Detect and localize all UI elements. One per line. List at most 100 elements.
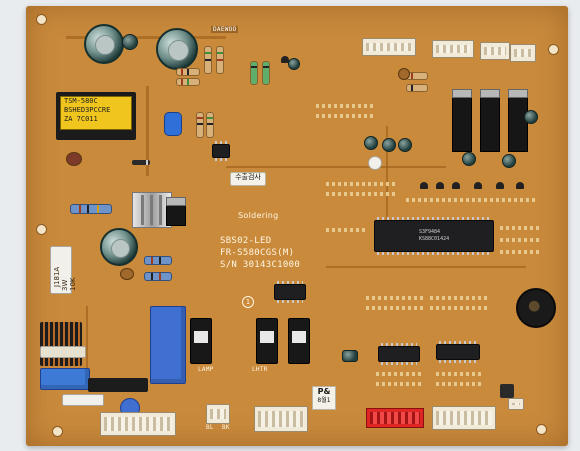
power-transistor — [508, 89, 528, 152]
relay — [288, 318, 310, 364]
resistor-array — [500, 238, 540, 242]
power-transistor — [480, 89, 500, 152]
resistor — [206, 112, 214, 138]
circle-mark: 1 — [242, 296, 254, 308]
transistor — [436, 182, 444, 189]
line-filter-choke — [40, 322, 82, 366]
mcu-marking-line2: KS88C01424 — [419, 236, 450, 242]
fuse-holder — [88, 378, 148, 392]
model-silkscreen-line3: S/N 30143C1000 — [220, 260, 301, 270]
optocoupler — [212, 141, 230, 161]
driver-ic — [378, 343, 420, 365]
transistor — [516, 182, 524, 189]
electrolytic-capacitor — [524, 110, 538, 124]
mounting-hole — [536, 424, 547, 435]
resistor-array — [406, 198, 536, 202]
connector-header — [480, 42, 510, 60]
microcontroller-chip: S3F9484 KS88C01424 — [374, 217, 494, 255]
resistor — [216, 46, 224, 74]
pcb-board: DAEWOO TSM-580C BSHED3PCCRE ZA 7C011 J18… — [26, 6, 568, 446]
switching-transformer: TSM-580C BSHED3PCCRE ZA 7C011 — [56, 92, 136, 140]
inspection-label-line1: P& — [317, 387, 331, 396]
mounting-hole — [36, 224, 47, 235]
copper-trace — [66, 36, 226, 39]
buzzer — [516, 288, 556, 328]
transistor — [496, 182, 504, 189]
resistor-array — [500, 226, 540, 230]
resistor-array — [326, 228, 366, 232]
connector-header — [254, 406, 308, 432]
copper-trace — [86, 306, 88, 376]
resistor-array — [436, 382, 482, 386]
red-connector-header — [366, 408, 424, 428]
lamp-silkscreen: LAMP — [198, 366, 214, 373]
fuse — [62, 394, 104, 406]
connector-header — [508, 398, 524, 410]
lhtr-silkscreen: LHTR — [252, 366, 268, 373]
bl-silkscreen: BL — [206, 424, 214, 431]
resistor-array — [326, 182, 396, 186]
transformer-label-line3: ZA 7C011 — [64, 115, 98, 123]
inspection-sticker-text: 수출검사 — [235, 173, 261, 181]
resistor-array — [366, 306, 426, 310]
resistor-array — [326, 192, 396, 196]
ceramic-disc-capacitor — [398, 68, 410, 80]
model-silkscreen-line1: SBS02-LED — [220, 236, 272, 246]
electrolytic-capacitor — [398, 138, 412, 152]
resistor-array — [366, 296, 426, 300]
inspection-label-line2: 8월1 — [317, 397, 331, 404]
voltage-regulator — [166, 197, 186, 226]
brand-silkscreen: DAEWOO — [211, 26, 239, 33]
transistor — [420, 182, 428, 189]
electrolytic-capacitor — [288, 58, 300, 70]
ceramic-disc-capacitor — [120, 268, 134, 280]
copper-trace — [386, 126, 388, 246]
resistor — [176, 68, 200, 76]
ntc-thermistor: J181A 3W 10K — [50, 246, 77, 294]
electrolytic-capacitor — [364, 136, 378, 150]
inspection-label: P& 8월1 — [312, 386, 336, 410]
resistor — [196, 112, 204, 138]
bk-silkscreen: BK — [222, 424, 230, 431]
resistor — [250, 61, 258, 85]
resistor-array — [436, 372, 482, 376]
x-capacitor — [40, 368, 90, 390]
main-relay — [150, 306, 186, 384]
resistor — [204, 46, 212, 74]
crystal-oscillator — [368, 156, 382, 170]
resistor-array — [430, 306, 490, 310]
logic-ic — [274, 281, 306, 303]
transistor — [452, 182, 460, 189]
electrolytic-capacitor — [342, 350, 358, 362]
mounting-hole — [52, 426, 63, 437]
copper-trace — [326, 266, 526, 268]
ceramic-disc-capacitor — [66, 152, 82, 166]
electrolytic-capacitor — [122, 34, 138, 50]
connector-header — [362, 38, 416, 56]
relay — [256, 318, 278, 364]
transformer-label: TSM-580C BSHED3PCCRE ZA 7C011 — [60, 96, 132, 130]
transistor — [474, 182, 482, 189]
mounting-hole — [548, 44, 559, 55]
power-transistor — [452, 89, 472, 152]
resistor-array — [316, 104, 376, 108]
resistor-array — [376, 382, 422, 386]
power-resistor — [70, 204, 112, 214]
electrolytic-capacitor — [100, 228, 138, 266]
diode — [132, 160, 150, 165]
connector-header — [432, 40, 474, 58]
resistor-array — [500, 250, 540, 254]
resistor — [406, 84, 428, 92]
driver-ic — [436, 341, 480, 363]
copper-trace — [146, 86, 149, 176]
resistor — [144, 256, 172, 265]
blue-capacitor — [164, 112, 182, 136]
tactile-switch — [500, 384, 514, 398]
copper-trace — [226, 166, 446, 168]
mounting-hole — [36, 14, 47, 25]
transistor — [281, 56, 289, 63]
electrolytic-capacitor — [502, 154, 516, 168]
heatsink — [132, 192, 172, 228]
resistor-array — [376, 372, 422, 376]
resistor — [144, 272, 172, 281]
